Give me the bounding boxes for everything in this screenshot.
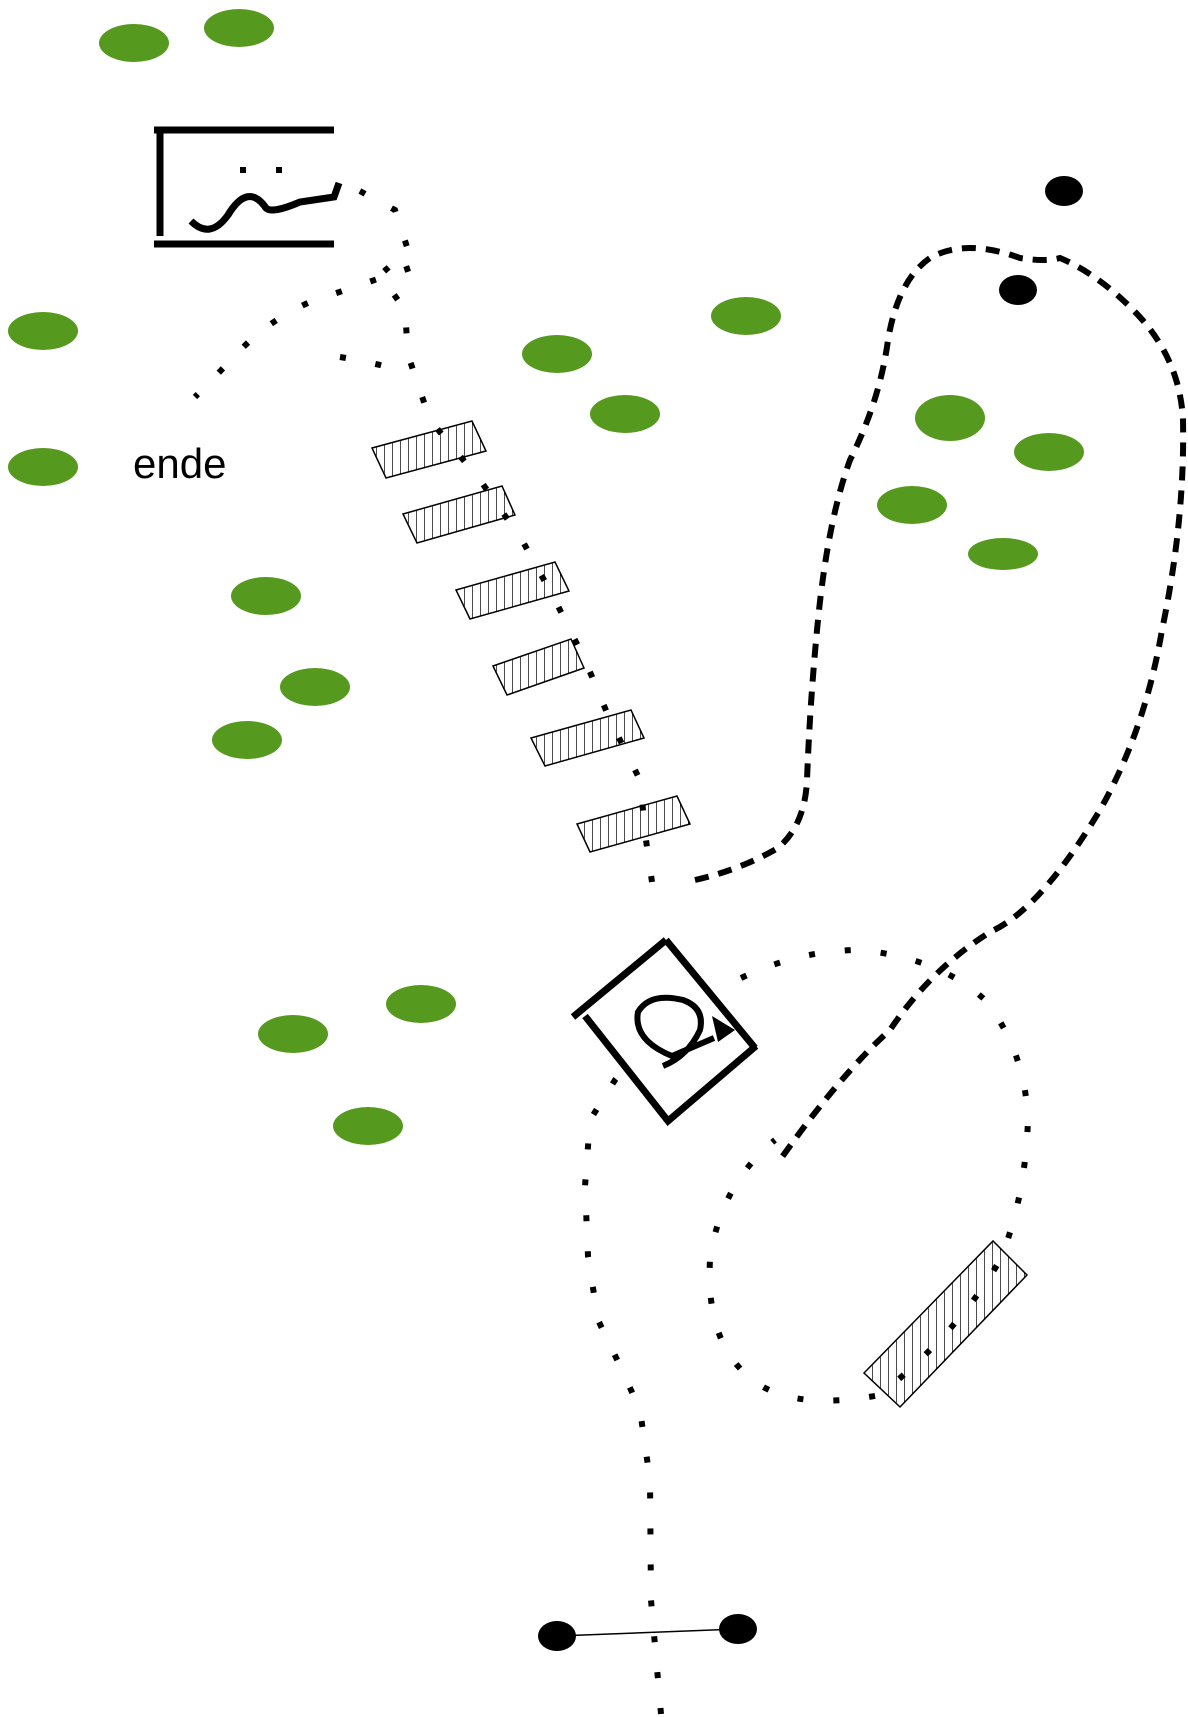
route-dotted-start: [581, 1058, 664, 1715]
bush-icon: [212, 721, 282, 759]
plank-bridge-icon: [491, 638, 586, 696]
bush-icon: [522, 335, 592, 373]
bush-icon: [204, 9, 274, 47]
plank-bridge-icon: [401, 485, 517, 544]
bush-icon: [1014, 433, 1084, 471]
start-finish-gate: [538, 1614, 757, 1651]
route-dotted-connector: [339, 354, 401, 373]
plank-bridge-icon: [529, 709, 646, 767]
route-dotted-bridges: [339, 185, 655, 883]
bush-icon: [258, 1015, 328, 1053]
post-icon: [719, 1614, 757, 1644]
water-crossing-icon: [570, 937, 759, 1127]
bush-icon: [877, 486, 947, 524]
post-icon: [538, 1621, 576, 1651]
bush-icon: [231, 577, 301, 615]
plank-bridges: [370, 420, 1029, 1409]
bush-icon: [386, 985, 456, 1023]
bush-icon: [8, 312, 78, 350]
bush-icon: [915, 395, 985, 441]
bush-icon: [99, 24, 169, 62]
post-icon: [999, 275, 1037, 305]
plank-bridge-icon: [862, 1239, 1029, 1409]
route-dotted-loop: [706, 946, 1032, 1404]
gate-line: [556, 1628, 739, 1637]
post-icon: [1045, 176, 1083, 206]
bush-icon: [280, 668, 350, 706]
bush-icon: [8, 448, 78, 486]
bush-icon: [333, 1107, 403, 1145]
bush-icon: [968, 538, 1038, 570]
jump-obstacle-icon: [154, 126, 343, 248]
end-label: ende: [133, 440, 226, 487]
bushes: [8, 9, 1084, 1145]
route-dashed: [694, 245, 1187, 1162]
plank-bridge-icon: [575, 795, 692, 853]
posts: [999, 176, 1083, 305]
route-dotted-end: [192, 167, 411, 400]
bush-icon: [711, 297, 781, 335]
plank-bridge-icon: [370, 420, 488, 479]
bush-icon: [590, 395, 660, 433]
plank-bridge-icon: [454, 561, 571, 620]
